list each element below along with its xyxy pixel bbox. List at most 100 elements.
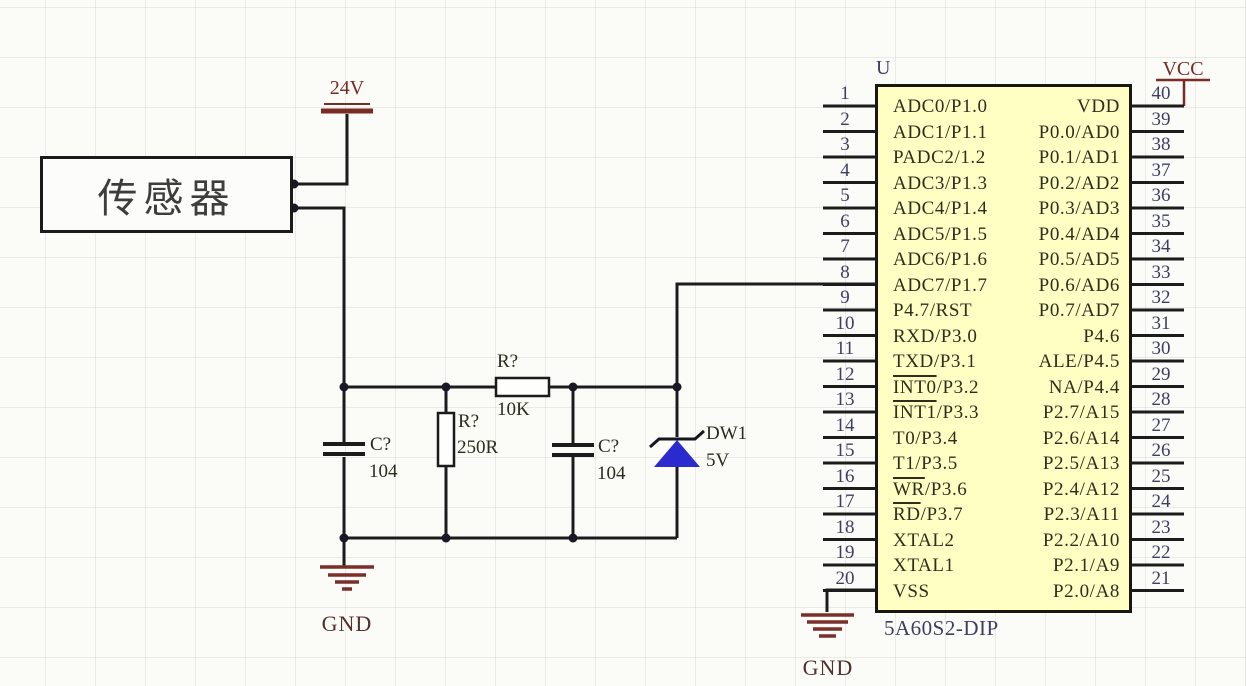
pin-number: 28 — [1151, 389, 1171, 410]
capacitor-c2-value: 104 — [597, 463, 626, 484]
pin-number: 40 — [1151, 83, 1171, 104]
pin-number: 16 — [835, 465, 855, 487]
pin-name: ADC4/P1.4 — [893, 198, 988, 219]
overbar-signal-name: INT1 — [893, 402, 937, 423]
pin-number: 11 — [835, 338, 855, 359]
pin-number: 19 — [835, 542, 855, 563]
pin-number: 30 — [1151, 338, 1171, 359]
pin-number: 27 — [1151, 414, 1171, 436]
pin-name: ADC0/P1.0 — [893, 96, 988, 117]
pin-number: 8 — [840, 261, 850, 283]
pin-name: ADC5/P1.5 — [893, 223, 988, 245]
power-24v-symbol — [321, 103, 373, 114]
pin-number: 32 — [1151, 287, 1171, 308]
zener-dw1-value: 5V — [706, 450, 730, 471]
gnd-label-left: GND — [321, 611, 373, 636]
pin-name: P4.6 — [1083, 325, 1120, 347]
pin-name: RD/P3.7 — [893, 504, 964, 525]
pin-name: PADC2/1.2 — [893, 147, 986, 168]
wires — [293, 114, 877, 612]
pin-name: P2.4/A12 — [1042, 478, 1120, 500]
gnd-symbol-chip — [801, 613, 854, 638]
pin-name: TXD/P3.1 — [893, 351, 977, 372]
pin-name: P2.2/A10 — [1042, 529, 1120, 551]
resistor-r1-refdes: R? — [497, 351, 519, 372]
resistor-r1-value: 10K — [497, 399, 530, 420]
pin-number: 26 — [1151, 440, 1171, 461]
pin-name: P2.7/A15 — [1042, 402, 1120, 423]
overbar-signal-name: WR — [893, 478, 925, 500]
gnd-symbol-left — [320, 565, 374, 591]
mcu-chip-body — [875, 84, 1132, 613]
pin-number: 14 — [835, 414, 855, 436]
pin-number: 17 — [835, 491, 855, 512]
pin-number: 20 — [835, 567, 855, 589]
resistor-r2-body — [436, 411, 456, 468]
pin-name: RXD/P3.0 — [893, 325, 978, 347]
pin-number: 33 — [1151, 261, 1171, 283]
pin-number: 7 — [840, 236, 850, 257]
capacitor-c1-symbol — [323, 442, 365, 456]
pin-name: XTAL1 — [893, 555, 955, 576]
pin-name: P2.5/A13 — [1042, 453, 1120, 474]
pin-name: P2.6/A14 — [1042, 427, 1120, 449]
pin-number: 22 — [1151, 542, 1171, 563]
pin-number: 39 — [1151, 108, 1171, 130]
pin-name: P0.2/AD2 — [1038, 172, 1120, 194]
pin-number: 1 — [840, 83, 850, 104]
pin-name: XTAL2 — [893, 529, 955, 551]
pin-number: 21 — [1151, 567, 1171, 589]
pin-name: P0.1/AD1 — [1038, 147, 1120, 168]
resistor-r2-value: 250R — [457, 437, 499, 458]
pin-number: 36 — [1151, 185, 1171, 206]
pin-number: 23 — [1151, 516, 1171, 538]
power-label-24v: 24V — [329, 77, 365, 99]
pin-number: 13 — [835, 389, 855, 410]
pin-name: T1/P3.5 — [893, 453, 958, 474]
pin-name: P2.3/A11 — [1043, 504, 1120, 525]
pin-number: 15 — [835, 440, 855, 461]
pin-number: 25 — [1151, 465, 1171, 487]
pin-name: P0.0/AD0 — [1038, 121, 1120, 143]
junction-dots — [289, 179, 682, 543]
resistor-bodies — [436, 376, 551, 468]
pin-name: P0.6/AD6 — [1038, 274, 1120, 296]
pin-name: INT1/P3.3 — [893, 402, 980, 423]
pin-name: WR/P3.6 — [893, 478, 968, 500]
chip-pin-stubs — [823, 104, 1184, 592]
pin-name: ADC7/P1.7 — [893, 274, 988, 296]
pin-name: P2.1/A9 — [1052, 555, 1120, 576]
pin-number: 35 — [1151, 210, 1171, 232]
resistor-r1-body — [494, 376, 551, 398]
pin-name: P0.7/AD7 — [1038, 300, 1120, 321]
pin-number: 31 — [1151, 312, 1171, 334]
pin-name: P0.3/AD3 — [1038, 198, 1120, 219]
zener-diode-dw1-symbol — [649, 429, 705, 467]
pin-name: T0/P3.4 — [893, 427, 958, 449]
pin-number: 37 — [1151, 159, 1171, 181]
pin-number: 3 — [840, 134, 850, 155]
capacitor-c1-refdes: C? — [370, 434, 392, 455]
chip-part-number: 5A60S2-DIP — [884, 616, 999, 640]
pin-name: INT0/P3.2 — [893, 376, 980, 398]
sensor-box: 传感器 — [40, 156, 293, 233]
pin-number: 24 — [1151, 491, 1171, 512]
pin-number: 18 — [835, 516, 855, 538]
chip-refdes: U — [876, 57, 891, 79]
pin-number: 4 — [840, 159, 850, 181]
pin-number: 9 — [840, 287, 850, 308]
pin-name: ADC3/P1.3 — [893, 172, 988, 194]
gnd-label-chip: GND — [802, 655, 854, 680]
pin-number: 12 — [835, 363, 855, 385]
pin-name: P0.5/AD5 — [1038, 249, 1120, 270]
pin-name: P2.0/A8 — [1052, 580, 1120, 602]
pin-name: ADC1/P1.1 — [893, 121, 988, 143]
pin-name: NA/P4.4 — [1048, 376, 1120, 398]
pin-number: 6 — [840, 210, 850, 232]
overbar-signal-name: INT0 — [893, 376, 937, 398]
pin-name: VDD — [1077, 96, 1120, 117]
pin-name: P4.7/RST — [893, 300, 973, 321]
capacitor-c2-symbol — [552, 443, 594, 457]
